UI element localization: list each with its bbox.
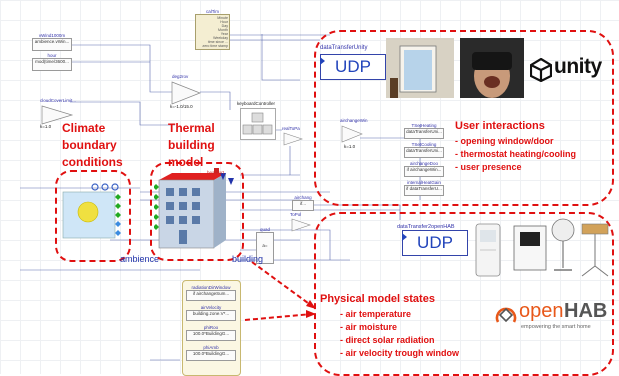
udp-openhab-block[interactable]: UDP — [402, 230, 468, 256]
vr-headset-image — [460, 38, 524, 98]
user-interactions-heading: User interactions — [455, 120, 545, 132]
tsetheating-block[interactable]: TSetHeating dataTransferUni... — [404, 123, 444, 139]
user-interaction-item: thermostat heating/cooling — [455, 148, 577, 161]
deg2rov-block[interactable]: deg2rov k=-1.0/15.0 — [170, 74, 204, 109]
building-block[interactable] — [153, 168, 236, 252]
topol-block[interactable]: ToPol — [290, 212, 312, 232]
physical-state-item: air velocity trough window — [340, 347, 460, 360]
airchangedoor-block[interactable]: airchangeDoo if airchangeWin... — [404, 161, 444, 177]
hour-block[interactable]: hour mod(time/3600... — [32, 53, 72, 71]
thermal-highlight — [150, 162, 244, 261]
unity-logo: unity — [530, 55, 608, 85]
user-interaction-item: user presence — [455, 161, 576, 174]
udp-openhab-title: dataTransfer2openHAB — [397, 224, 455, 230]
heater-image — [581, 223, 609, 277]
phiroo-block[interactable]: phiRoo 100.0*BuildingG... — [186, 325, 236, 341]
tsetcooling-block[interactable]: TSetCooling dataTransferUni... — [404, 142, 444, 158]
keyboard-icon — [242, 112, 273, 135]
user-interactions-text: User interactions opening window/door th… — [455, 120, 576, 174]
thermal-annotation: Thermal building model — [168, 121, 215, 169]
user-interactions-region — [314, 30, 614, 206]
openhab-logo: open HAB empowering the smart home — [495, 300, 607, 334]
air-conditioner-image — [475, 223, 501, 277]
ambience-label: ambience — [120, 254, 160, 264]
cloudcover-block[interactable]: cloudCoverLimit... k=1.0 — [40, 98, 77, 129]
building-icon — [153, 168, 234, 249]
climate-annotation: Climate boundary conditions — [62, 121, 123, 169]
unity-cube-icon — [530, 58, 552, 82]
physical-state-item: air moisture — [340, 321, 459, 334]
vr-room-image — [386, 38, 454, 98]
internalheatgain-block[interactable]: internalHeatGain if dataTransferU... — [404, 180, 444, 196]
dehumidifier-image — [513, 225, 547, 271]
vwind-block[interactable]: vWind1000m ambience.vWin... — [32, 33, 72, 51]
radiation-block[interactable]: radiationDirWindow if airchangeSum... — [186, 285, 236, 301]
ambience-block[interactable] — [60, 182, 122, 240]
udp-unity-block[interactable]: UDP — [320, 54, 386, 80]
physical-state-item: air temperature — [340, 308, 459, 321]
physical-states-heading: Physical model states — [320, 293, 435, 305]
climate-highlight — [55, 170, 131, 262]
fan-image — [551, 218, 575, 271]
keyboard-controller-block[interactable]: keyboardController — [237, 101, 276, 140]
openhab-icon — [495, 307, 517, 323]
arrow-head — [306, 300, 316, 309]
sun-icon — [62, 183, 121, 239]
heatport-label: heatPort — [207, 170, 225, 175]
caltim-block[interactable]: calTim Minute Hour Day Month Year Weekda… — [195, 9, 230, 50]
phiamb-block[interactable]: phiAmb 100.0*BuildingG... — [186, 345, 236, 361]
arrow-head — [306, 310, 316, 318]
realtopa-block[interactable]: realToPa — [282, 126, 304, 146]
physical-state-item: direct solar radiation — [340, 334, 459, 347]
airvelocity-block[interactable]: airVelocity building.zone.V*... — [186, 305, 236, 321]
user-interaction-item: opening window/door — [455, 135, 576, 148]
building-label: building — [232, 254, 264, 264]
udp-unity-title: dataTransferUnity — [320, 45, 368, 51]
airchang-block[interactable]: airchang if... — [292, 195, 314, 211]
quad-block[interactable]: quad a= — [256, 227, 274, 264]
airchangewin-block[interactable]: airchangeWin k=1.0 — [340, 118, 368, 149]
physical-states-text: Physical model states air temperature ai… — [320, 293, 459, 360]
